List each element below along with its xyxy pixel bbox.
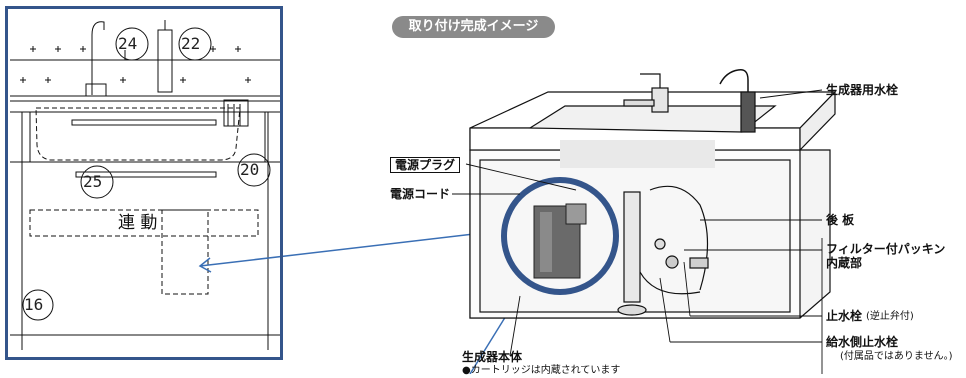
generator-highlight-circle bbox=[501, 177, 619, 295]
label-back-plate: 後 板 bbox=[826, 213, 855, 227]
label-filter-packing-sub: 内蔵部 bbox=[826, 256, 863, 270]
left-plan-drawing bbox=[10, 20, 280, 350]
callout-20: 20 bbox=[240, 160, 260, 179]
label-stop-valve-note: (逆止弁付) bbox=[866, 311, 914, 322]
callout-22: 22 bbox=[181, 34, 201, 53]
callout-25: 25 bbox=[83, 172, 103, 191]
callout-24: 24 bbox=[118, 34, 138, 53]
label-faucet-for-generator: 生成器用水栓 bbox=[826, 83, 899, 97]
interlock-label: 連 動 bbox=[118, 213, 158, 233]
leader-lines bbox=[452, 89, 823, 374]
label-power-cord: 電源コード bbox=[390, 187, 451, 201]
title-badge: 取り付け完成イメージ bbox=[392, 16, 555, 38]
left-panel-frame bbox=[5, 6, 283, 360]
label-supply-stop-valve: 給水側止水栓 bbox=[826, 335, 899, 349]
label-cartridge-note: ●カートリッジは内蔵されています bbox=[462, 365, 621, 376]
label-generator-body: 生成器本体 bbox=[462, 350, 523, 364]
callout-16: 16 bbox=[24, 295, 44, 314]
label-filter-packing: フィルター付パッキン bbox=[826, 242, 946, 256]
label-power-plug: 電源プラグ bbox=[390, 157, 461, 173]
sink-cabinet-illustration bbox=[469, 68, 837, 319]
label-supply-stop-valve-note: (付属品ではありません。) bbox=[840, 351, 953, 362]
label-stop-valve: 止水栓 bbox=[826, 309, 863, 323]
